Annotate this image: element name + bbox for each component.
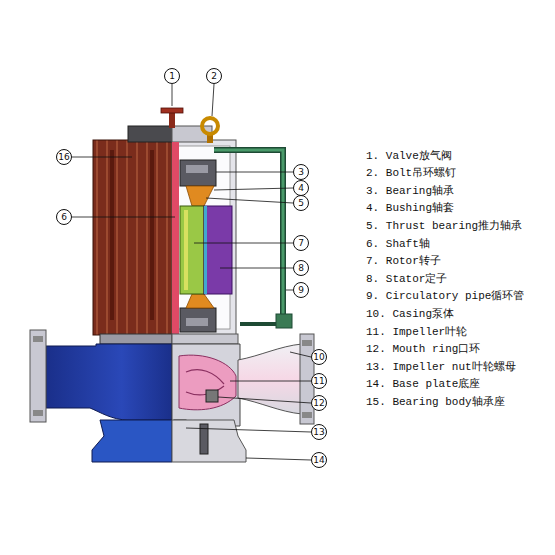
part-name: 12. Mouth ring口环 xyxy=(366,343,480,356)
callout-number: 14 xyxy=(313,455,324,465)
callout-number: 6 xyxy=(61,212,67,222)
callout-number: 16 xyxy=(58,152,69,162)
stator xyxy=(204,206,232,294)
rotor xyxy=(180,206,204,294)
part-name: 10. Casing泵体 xyxy=(366,308,454,321)
vent-valve xyxy=(161,108,183,128)
callout-number: 12 xyxy=(313,398,324,408)
part-name: 13. Impeller nut叶轮螺母 xyxy=(366,361,516,374)
circulatory-pipe xyxy=(214,150,283,316)
upper-bearing xyxy=(180,160,216,186)
lower-bearing xyxy=(180,308,216,332)
casing-cutaway xyxy=(172,344,240,426)
callout-number: 2 xyxy=(211,71,217,81)
outlet-nozzle xyxy=(238,344,302,414)
part-name: 3. Bearing轴承 xyxy=(366,185,454,198)
callout-number: 8 xyxy=(298,263,304,273)
part-name: 1. Valve放气阀 xyxy=(366,150,452,163)
inlet-flange xyxy=(30,330,46,422)
callout-number: 10 xyxy=(313,352,324,362)
part-name: 7. Rotor转子 xyxy=(366,255,441,268)
part-name: 14. Base plate底座 xyxy=(366,378,480,391)
pump-casing xyxy=(46,344,172,420)
callout-number: 7 xyxy=(298,238,304,248)
mouth-ring xyxy=(206,390,218,402)
part-name: 11. Impeller叶轮 xyxy=(366,326,467,339)
part-name: 9. Circulatory pipe循环管 xyxy=(366,290,524,303)
callout-number: 13 xyxy=(313,427,324,437)
part-name: 15. Bearing body轴承座 xyxy=(366,396,505,409)
shaft xyxy=(172,142,179,362)
part-name: 2. Bolt吊环螺钉 xyxy=(366,167,456,180)
callout-number: 5 xyxy=(298,198,304,208)
impeller xyxy=(179,355,236,410)
leader-lines xyxy=(72,84,311,460)
part-name: 6. Shaft轴 xyxy=(366,238,430,251)
base-plate xyxy=(92,420,172,462)
callout-circles xyxy=(57,69,327,468)
eye-bolt xyxy=(202,118,218,143)
thrust-bearing xyxy=(186,186,214,206)
motor-cutaway xyxy=(172,140,236,335)
part-name: 4. Bushing轴套 xyxy=(366,202,454,215)
motor-housing xyxy=(93,140,173,335)
part-name: 8. Stator定子 xyxy=(366,273,447,286)
callout-number: 3 xyxy=(298,167,304,177)
callout-number: 4 xyxy=(298,183,304,193)
callout-number: 1 xyxy=(169,71,175,81)
part-name: 5. Thrust bearing推力轴承 xyxy=(366,220,522,233)
top-cap xyxy=(128,126,173,142)
callout-number: 11 xyxy=(313,376,324,386)
pipe-fitting xyxy=(276,314,292,328)
callout-number: 9 xyxy=(298,285,304,295)
